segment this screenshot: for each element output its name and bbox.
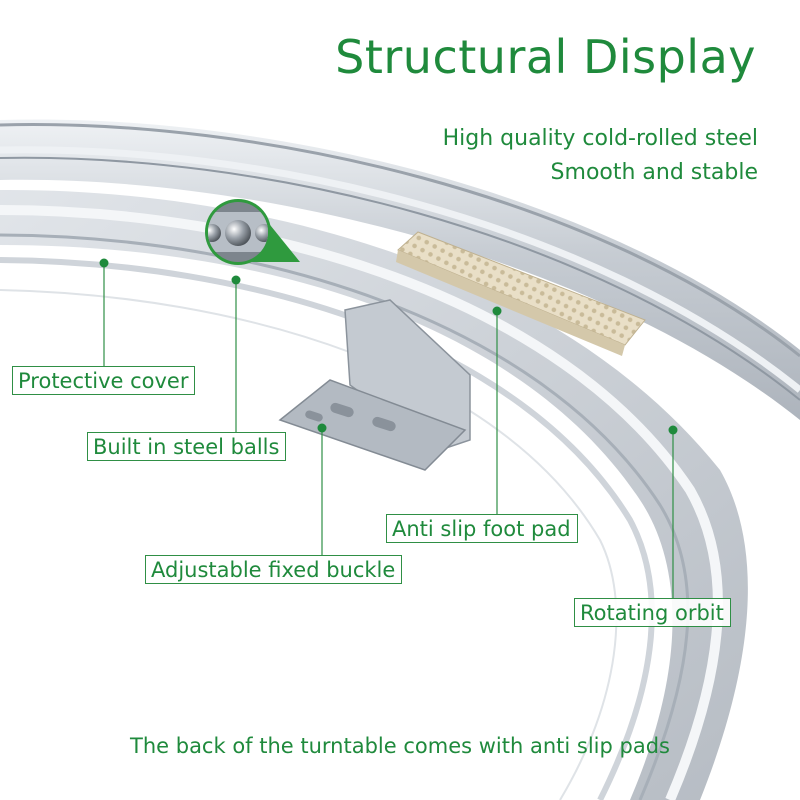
foot-pad-graphic (396, 231, 646, 356)
buckle-graphic (278, 299, 471, 471)
label-buckle: Adjustable fixed buckle (145, 555, 403, 584)
label-protective-cover: Protective cover (12, 366, 196, 395)
footer-caption: The back of the turntable comes with ant… (130, 734, 670, 758)
ring-groove (0, 146, 800, 393)
label-steel-balls: Built in steel balls (87, 432, 287, 461)
page-title: Structural Display (335, 30, 756, 84)
label-foot-pad: Anti slip foot pad (386, 514, 578, 543)
subtitle-line-2: Smooth and stable (550, 160, 758, 185)
subtitle-line-1: High quality cold-rolled steel (442, 126, 758, 151)
steel-ball-icon (225, 220, 251, 246)
label-rotating-orbit: Rotating orbit (574, 598, 731, 627)
ring-inner-band (0, 189, 748, 800)
ring-top-edge (0, 123, 800, 358)
